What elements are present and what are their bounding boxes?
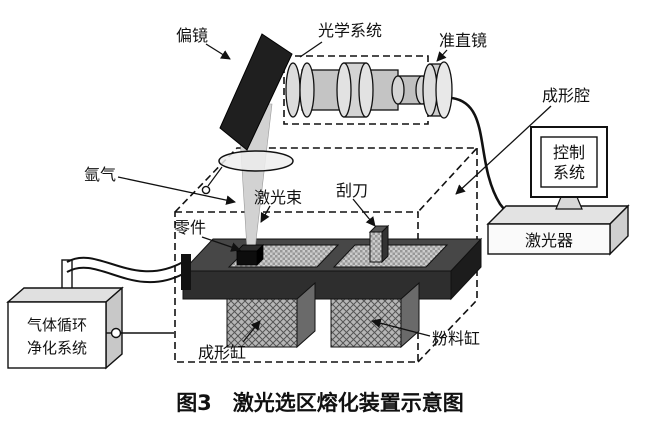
- laser-device-box: [486, 204, 630, 256]
- fiber-cable: [451, 96, 506, 210]
- forming-chamber-label: 成形腔: [542, 86, 590, 105]
- gas-purification-box: [6, 259, 124, 370]
- gas-return-line: [106, 327, 174, 339]
- built-part: [236, 244, 264, 266]
- powder-cylinder-piston: [330, 281, 420, 349]
- collimating-lens: [422, 61, 453, 119]
- deflection-mirror-label: 偏镜: [176, 26, 208, 45]
- scraper-blade: [368, 224, 390, 264]
- collimating-lens-label: 准直镜: [439, 31, 487, 50]
- gas-purification-label-line2: 净化系统: [27, 339, 87, 357]
- scraper-label: 刮刀: [336, 181, 368, 200]
- laser-beam-label: 激光束: [254, 188, 302, 207]
- argon-gas-label: 氩气: [84, 165, 116, 184]
- optics-assembly: [285, 62, 429, 118]
- chamber-gas-fitting: [181, 254, 191, 290]
- control-system-label-line1: 控制: [553, 143, 585, 162]
- optical-system-label: 光学系统: [318, 21, 382, 40]
- forming-cylinder-label: 成形缸: [198, 343, 246, 362]
- forming-cylinder-piston: [226, 281, 316, 349]
- powder-cylinder-label: 粉料缸: [432, 329, 480, 348]
- leader-arrows: [117, 41, 552, 343]
- deflection-mirror: [219, 33, 293, 151]
- forming-chamber-outline: [174, 147, 479, 363]
- gas-purification-label-line1: 气体循环: [27, 316, 87, 334]
- gas-inlet-port: [201, 185, 211, 195]
- lens-holder-arm: [207, 166, 223, 187]
- part-label: 零件: [174, 218, 206, 237]
- laser-device-label: 激光器: [525, 231, 573, 250]
- focusing-lens: [218, 150, 294, 172]
- control-system-monitor: [530, 126, 608, 210]
- figure-caption: 图3 激光选区熔化装置示意图: [176, 391, 464, 415]
- gas-hoses: [66, 256, 184, 284]
- control-system-label-line2: 系统: [553, 163, 585, 182]
- powder-bed-right: [332, 244, 449, 268]
